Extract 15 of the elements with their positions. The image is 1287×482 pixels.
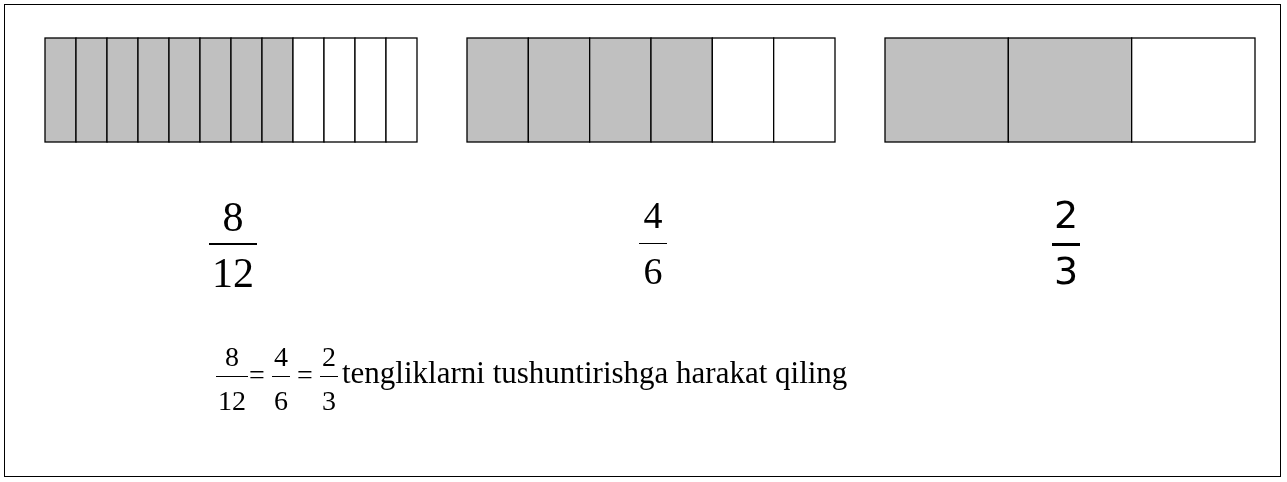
numerator: 8 xyxy=(225,343,239,371)
instruction-text: tengliklarni tushuntirishga harakat qiling xyxy=(342,357,848,388)
denominator: 3 xyxy=(322,387,336,415)
denominator: 6 xyxy=(643,252,663,290)
numerator: 2 xyxy=(1054,196,1079,234)
equals-sign: = xyxy=(297,361,313,389)
equals-sign: = xyxy=(249,361,265,389)
numerator: 4 xyxy=(643,196,663,234)
denominator: 6 xyxy=(274,387,288,415)
numerator: 4 xyxy=(274,343,288,371)
denominator: 12 xyxy=(212,252,254,294)
denominator: 12 xyxy=(218,387,246,415)
numerator: 2 xyxy=(322,343,336,371)
denominator: 3 xyxy=(1054,252,1079,290)
numerator: 8 xyxy=(222,196,244,238)
